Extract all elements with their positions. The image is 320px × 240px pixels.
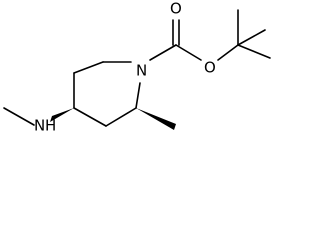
- ring-nitrogen-label: N: [136, 62, 147, 80]
- bond-c3-c4: [73, 61, 104, 74]
- ester-oxygen-label: O: [204, 59, 216, 77]
- bond-c1-n: [135, 82, 141, 109]
- wedge-bond-to-methyl: [136, 108, 176, 130]
- bond-c5-c6: [73, 107, 107, 127]
- bond-tert-butyl-methyl-right-up: [237, 29, 266, 46]
- carbonyl-oxygen-label: O: [170, 0, 182, 18]
- bond-nh-to-methyl: [3, 107, 35, 126]
- amine-hydrogen-label: H: [45, 117, 56, 135]
- molecule-structure-diagram: N O O N H: [3, 0, 271, 135]
- bond-n-carbonyl-carbon: [149, 44, 177, 61]
- bond-ester-oxygen-to-tert-carbon: [217, 44, 239, 61]
- bond-c6-c1: [105, 107, 137, 127]
- bond-tert-butyl-methyl-right: [237, 44, 271, 59]
- wedge-bond-to-nh: [50, 108, 74, 122]
- bond-carbonyl-to-ester-oxygen: [175, 44, 202, 61]
- amine-nitrogen-label: N: [34, 117, 45, 135]
